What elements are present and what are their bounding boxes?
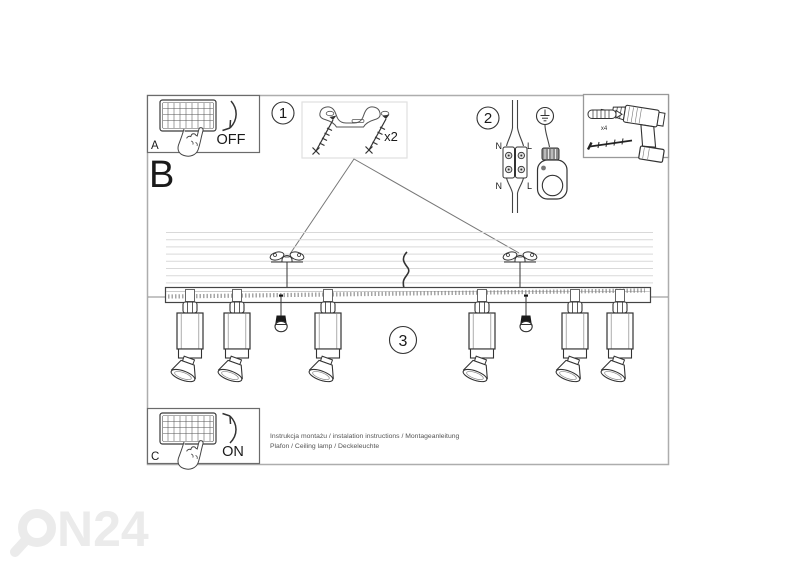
step-1-badge: 1 — [271, 101, 295, 125]
long-screw-icon — [586, 138, 633, 151]
track-clips — [185, 289, 625, 302]
bracket-icon — [319, 106, 390, 128]
earth-symbol-icon — [535, 106, 555, 126]
svg-text:2: 2 — [484, 110, 492, 127]
spotlight-5 — [554, 301, 589, 385]
mounting-bracket-right — [501, 250, 539, 263]
ground-clamp-icon — [536, 147, 568, 200]
n-top-label: N — [496, 141, 503, 151]
on-label: ON — [222, 444, 244, 460]
switch-off-panel: OFF A — [146, 94, 261, 157]
mounting-bracket-left — [268, 250, 306, 263]
mounting-bracket-box: x2 — [301, 101, 408, 159]
footer-text-line1: Instrukcja montażu / instalation instruc… — [270, 433, 460, 440]
arrow-down-icon — [222, 100, 237, 132]
n-bottom-label: N — [496, 181, 503, 191]
qty-x4-label: x4 — [601, 126, 608, 132]
l-top-label: L — [527, 141, 532, 151]
l-bottom-label: L — [527, 181, 532, 191]
section-label-b: B — [149, 154, 174, 196]
wiring-diagram: N L N L — [496, 100, 568, 213]
qty-x2-label: x2 — [384, 129, 398, 144]
tools-box: x4 — [582, 93, 670, 163]
spotlight-6 — [599, 301, 634, 385]
panel-c-label: C — [151, 451, 159, 463]
footer-text-line2: Plafon / Ceiling lamp / Deckeleuchte — [270, 443, 379, 450]
svg-text:1: 1 — [279, 105, 287, 122]
track-bar — [164, 286, 652, 304]
wall-plug-icon — [587, 109, 623, 119]
spotlight-3 — [307, 301, 342, 385]
arrow-up-icon — [222, 412, 237, 444]
panel-a-label: A — [151, 140, 159, 152]
spotlight-1 — [169, 301, 204, 385]
ceiling-hatch — [166, 232, 653, 284]
svg-text:3: 3 — [399, 333, 408, 350]
terminal-block — [502, 146, 528, 179]
watermark-logo: N24 — [10, 501, 149, 557]
power-cable — [402, 251, 410, 292]
watermark-text: N24 — [57, 501, 149, 557]
magnifier-o-icon — [18, 509, 56, 547]
off-label: OFF — [217, 132, 246, 148]
sheet-border — [146, 94, 670, 466]
step-3-badge: 3 — [388, 325, 418, 355]
magnifier-handle-icon — [10, 535, 31, 557]
step-2-badge: 2 — [476, 106, 500, 130]
switch-on-panel: ON C — [146, 407, 261, 470]
spotlight-2 — [216, 301, 251, 385]
leader-lines — [289, 158, 520, 255]
spotlight-4 — [461, 301, 496, 385]
